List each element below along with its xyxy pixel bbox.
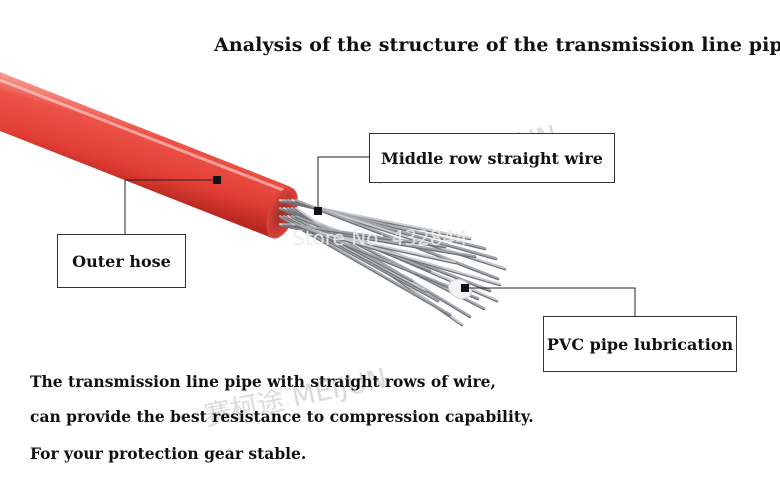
wire-strand: [291, 223, 501, 285]
leader-line-outer: [124, 179, 217, 234]
straight-wires: [278, 199, 507, 327]
label-middle-wire: Middle row straight wire: [369, 133, 615, 183]
wire-strand: [295, 223, 479, 299]
marker-outer: [213, 176, 221, 184]
label-pvc-pipe: PVC pipe lubrication: [543, 316, 737, 372]
leader-line-pvc: [465, 287, 636, 316]
leader-line-middle: [317, 156, 369, 212]
marker-middle: [314, 207, 322, 215]
description-line-1: The transmission line pipe with straight…: [30, 372, 496, 391]
wire-strand: [287, 223, 446, 247]
outer-hose-shape: [0, 72, 291, 238]
page-title: Analysis of the structure of the transmi…: [214, 34, 780, 56]
description-line-2: can provide the best resistance to compr…: [30, 407, 534, 426]
marker-pvc: [461, 284, 469, 292]
label-outer-hose: Outer hose: [57, 234, 186, 288]
hose-highlight: [0, 78, 289, 194]
description-line-3: For your protection gear stable.: [30, 444, 307, 463]
